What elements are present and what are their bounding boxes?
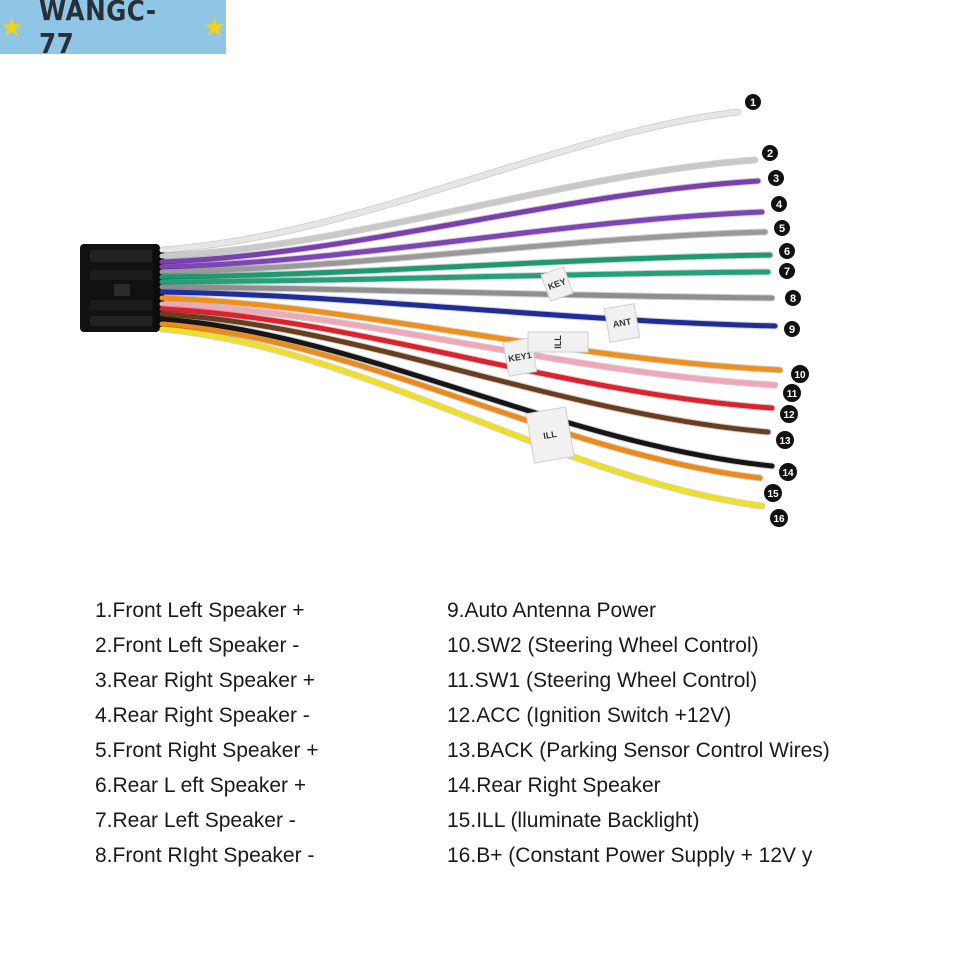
pin-number: 5 — [779, 223, 785, 235]
pin-marker-7: 7 — [779, 263, 795, 279]
pin-number: 6 — [784, 246, 790, 258]
pin-number: 13 — [779, 436, 791, 447]
pin-number: 2 — [767, 148, 773, 160]
wire-11 — [159, 301, 778, 388]
pin-number: 3 — [773, 173, 779, 185]
legend-item-14: 14.Rear Right Speaker — [447, 774, 661, 797]
legend-item-1: 1.Front Left Speaker + — [95, 599, 305, 622]
pin-marker-12: 12 — [780, 405, 798, 423]
pin-number: 14 — [782, 468, 794, 479]
star-icon: ★ — [0, 12, 24, 42]
wire-tag-label: ANT — [612, 316, 632, 329]
pin-number: 4 — [776, 199, 783, 211]
pin-marker-15: 15 — [764, 484, 782, 502]
pin-number: 16 — [773, 514, 785, 525]
legend-item-15: 15.ILL (lluminate Backlight) — [447, 809, 700, 832]
pin-number: 12 — [783, 410, 795, 421]
wire-2 — [159, 157, 758, 259]
wire-16 — [159, 326, 765, 509]
pin-number: 15 — [767, 489, 779, 500]
logo-badge: ★ WANGC-77 ★ — [0, 0, 226, 60]
pin-marker-16: 16 — [770, 509, 788, 527]
pin-number: 11 — [787, 389, 798, 400]
wire-tag-label: ILL — [553, 335, 563, 349]
pin-marker-3: 3 — [768, 170, 784, 186]
wire-8 — [159, 284, 775, 301]
wire-1 — [159, 109, 741, 253]
wire-tag-2: ANT — [603, 303, 641, 343]
wire-14 — [159, 316, 775, 469]
legend-item-12: 12.ACC (Ignition Switch +12V) — [447, 704, 732, 727]
wire-6 — [159, 252, 773, 280]
pin-number: 9 — [789, 324, 795, 336]
pin-marker-8: 8 — [785, 290, 801, 306]
pin-number: 10 — [794, 370, 806, 381]
legend-item-10: 10.SW2 (Steering Wheel Control) — [447, 634, 759, 657]
legend-item-9: 9.Auto Antenna Power — [447, 599, 656, 622]
legend-item-7: 7.Rear Left Speaker - — [95, 809, 296, 832]
star-icon: ★ — [202, 12, 226, 42]
wire-13 — [159, 311, 771, 435]
pin-marker-13: 13 — [776, 431, 794, 449]
legend-right-column: 9.Auto Antenna Power 10.SW2 (Steering Wh… — [447, 596, 830, 876]
wire-tag-label: KEY1 — [508, 350, 533, 364]
wires — [158, 108, 784, 510]
wire-3 — [159, 178, 761, 265]
legend-item-13: 13.BACK (Parking Sensor Control Wires) — [447, 739, 830, 762]
pin-number: 8 — [790, 293, 796, 305]
pin-marker-9: 9 — [784, 321, 800, 337]
legend-item-3: 3.Rear Right Speaker + — [95, 669, 316, 692]
logo-text: WANGC-77 — [39, 0, 157, 60]
wire-10 — [159, 295, 783, 373]
connector-plug — [80, 244, 164, 332]
pin-marker-4: 4 — [771, 196, 787, 212]
legend-item-4: 4.Rear Right Speaker - — [95, 704, 310, 727]
pin-marker-2: 2 — [762, 145, 778, 161]
wire-tag-5: ILL — [525, 406, 575, 464]
wire-1-outline — [158, 108, 742, 254]
wire-4 — [159, 209, 765, 270]
wire-12 — [159, 306, 775, 411]
pin-marker-11: 11 — [783, 384, 801, 402]
pin-marker-14: 14 — [779, 463, 797, 481]
wire-7 — [159, 269, 771, 285]
wire-tag-label: ILL — [542, 429, 558, 441]
legend-item-2: 2.Front Left Speaker - — [95, 634, 300, 657]
pin-number: 7 — [784, 266, 790, 278]
pin-number: 1 — [750, 97, 756, 109]
wire-9 — [159, 289, 778, 329]
legend-item-11: 11.SW1 (Steering Wheel Control) — [447, 669, 758, 692]
wire-tag-4: ILL — [527, 331, 589, 353]
wire-5 — [159, 229, 768, 275]
pin-marker-1: 1 — [745, 94, 761, 110]
legend-item-5: 5.Front Right Speaker + — [95, 739, 319, 762]
wire-15 — [159, 321, 763, 481]
legend-item-16: 16.B+ (Constant Power Supply + 12V y — [447, 844, 813, 867]
pin-marker-5: 5 — [774, 220, 790, 236]
legend-item-8: 8.Front RIght Speaker - — [95, 844, 315, 867]
wire-tag-1: KEY — [540, 266, 574, 302]
pin-marker-6: 6 — [779, 243, 795, 259]
pin-marker-10: 10 — [791, 365, 809, 383]
legend-left-column: 1.Front Left Speaker + 2.Front Left Spea… — [95, 596, 319, 876]
legend-item-6: 6.Rear L eft Speaker + — [95, 774, 307, 797]
